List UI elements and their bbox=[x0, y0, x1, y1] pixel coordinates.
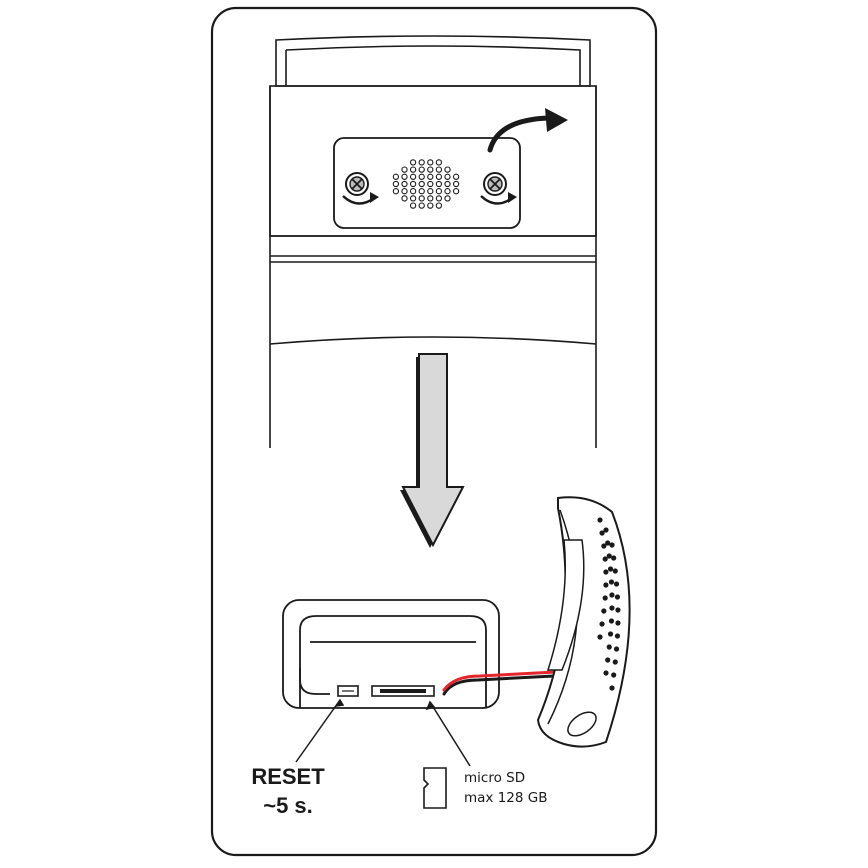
cover-hole bbox=[612, 659, 618, 665]
grille-hole bbox=[427, 195, 434, 202]
microsd-card-icon bbox=[423, 767, 447, 809]
grille-hole bbox=[418, 195, 425, 202]
grille-hole bbox=[409, 188, 417, 195]
grille-hole bbox=[444, 166, 451, 173]
grille-hole bbox=[435, 180, 443, 188]
grille-hole bbox=[418, 202, 425, 209]
cover-hole bbox=[603, 582, 609, 588]
device-top-body bbox=[269, 35, 597, 448]
grille-hole bbox=[435, 202, 443, 209]
grille-hole bbox=[435, 188, 443, 195]
grille-hole bbox=[401, 195, 408, 202]
cover-hole bbox=[602, 595, 608, 601]
grille-hole bbox=[392, 180, 400, 188]
microsd-label-line2: max 128 GB bbox=[464, 790, 548, 806]
cover-hole bbox=[606, 553, 612, 559]
battery-compartment bbox=[282, 599, 500, 709]
grille-hole bbox=[452, 188, 460, 195]
grille-hole bbox=[444, 188, 451, 195]
microsd-slot bbox=[371, 685, 435, 697]
cover-hole bbox=[613, 646, 620, 652]
reset-label-line1: RESET bbox=[251, 764, 325, 789]
cover-hole bbox=[608, 618, 615, 624]
grille-hole bbox=[409, 195, 417, 202]
cover-hole bbox=[601, 543, 607, 549]
grille-hole bbox=[452, 180, 460, 188]
cover-hole bbox=[608, 579, 615, 585]
cover-hole bbox=[611, 672, 617, 678]
grille-hole bbox=[409, 159, 417, 166]
cover-hole bbox=[605, 540, 611, 546]
grille-hole bbox=[418, 180, 425, 188]
cover-hole bbox=[614, 594, 621, 600]
cover-hole bbox=[603, 527, 609, 533]
cover-hole bbox=[597, 517, 603, 523]
speaker-grille-icon bbox=[392, 159, 460, 209]
grille-hole bbox=[427, 202, 434, 209]
grille-hole bbox=[427, 180, 434, 188]
grille-hole bbox=[409, 173, 417, 180]
microsd-label: micro SD max 128 GB bbox=[464, 768, 548, 808]
cover-hole bbox=[611, 555, 617, 561]
grille-hole bbox=[444, 180, 451, 188]
grille-hole bbox=[427, 173, 434, 180]
removed-cover bbox=[536, 496, 631, 748]
cover-hole bbox=[609, 542, 615, 548]
grille-hole bbox=[435, 195, 443, 202]
cover-hole bbox=[614, 633, 621, 639]
grille-hole bbox=[409, 166, 417, 173]
cover-hole bbox=[606, 644, 612, 650]
pointer-lines bbox=[295, 698, 471, 767]
cover-hole bbox=[609, 605, 615, 611]
cover-hole bbox=[599, 621, 605, 627]
cover-hole bbox=[597, 634, 603, 640]
grille-hole bbox=[409, 202, 417, 209]
reset-label: RESET ~5 s. bbox=[248, 762, 328, 820]
screw-icon bbox=[342, 172, 379, 205]
grille-hole bbox=[409, 180, 417, 188]
grille-hole bbox=[427, 166, 434, 173]
grille-hole bbox=[401, 180, 408, 188]
arrow-down-icon bbox=[400, 353, 465, 548]
grille-hole bbox=[418, 173, 425, 180]
grille-hole bbox=[452, 173, 460, 180]
grille-hole bbox=[392, 188, 400, 195]
grille-hole bbox=[418, 159, 425, 166]
cover-hole bbox=[602, 556, 608, 562]
grille-hole bbox=[427, 159, 434, 166]
grille-hole bbox=[392, 173, 400, 180]
cover-hole bbox=[607, 566, 614, 572]
reset-label-line2: ~5 s. bbox=[263, 793, 313, 818]
microsd-label-line1: micro SD bbox=[464, 770, 526, 786]
screw-icon bbox=[480, 172, 517, 205]
cover-hole bbox=[615, 620, 621, 626]
grille-hole bbox=[401, 188, 408, 195]
wire bbox=[442, 670, 558, 696]
grille-hole bbox=[401, 173, 408, 180]
grille-hole bbox=[444, 195, 451, 202]
grille-hole bbox=[418, 188, 425, 195]
cover-hole bbox=[609, 592, 615, 598]
cover-hole bbox=[609, 685, 615, 691]
cover-hole bbox=[615, 607, 621, 613]
cover-hole bbox=[613, 581, 620, 587]
cover-hole bbox=[599, 530, 605, 536]
cover-hole bbox=[612, 568, 618, 574]
grille-hole bbox=[444, 173, 451, 180]
cover-hole bbox=[601, 608, 607, 614]
grille-hole bbox=[435, 173, 443, 180]
cover-hole bbox=[603, 569, 609, 575]
grille-hole bbox=[435, 159, 443, 166]
cover-hole bbox=[603, 670, 609, 676]
grille-hole bbox=[435, 166, 443, 173]
front-plate bbox=[333, 137, 521, 229]
grille-hole bbox=[427, 188, 434, 195]
grille-hole bbox=[418, 166, 425, 173]
grille-hole bbox=[401, 166, 408, 173]
cover-hole bbox=[607, 631, 614, 637]
cover-hole bbox=[605, 657, 611, 663]
curved-arrow-icon bbox=[487, 108, 568, 153]
